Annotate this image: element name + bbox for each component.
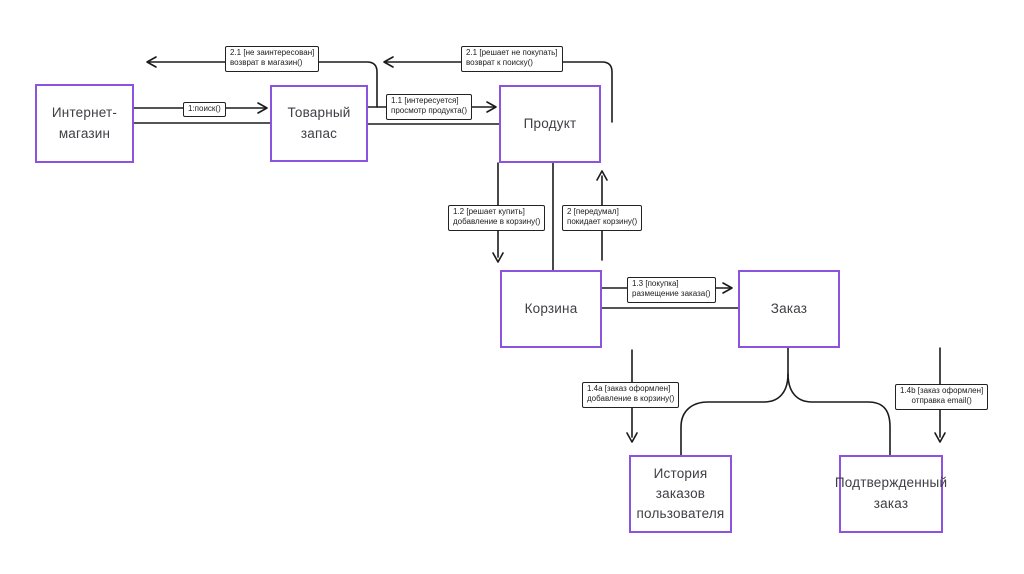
arrow-line [148,61,378,108]
message-label-send-email: 1.4b [заказ оформлен] отправка email() [895,384,989,410]
node-cart: Корзина [500,270,602,348]
arrowhead-right-icon [257,102,268,114]
message-label-search: 1:поиск() [183,102,226,118]
node-order-history: История заказов пользователя [629,455,732,533]
message-label-place-order: 1.3 [покупка] размещение заказа() [627,277,716,303]
message-label-add-to-history: 1.4a [заказ оформлен] добавление в корзи… [582,382,680,408]
association-order-history-branch [680,347,789,456]
node-product: Продукт [499,85,601,163]
message-label-view-product: 1.1 [интересуется] просмотр продукта() [386,94,473,120]
arrowhead-down-icon [934,432,946,443]
message-arrow-return-to-search [383,56,613,123]
arrowhead-right-icon [486,101,497,113]
node-order: Заказ [738,270,840,348]
association-links [133,122,891,456]
arrow-line [385,61,613,123]
arrowhead-up-icon [596,170,608,181]
message-arrow-return-to-shop [146,56,378,108]
arrowhead-down-icon [492,252,504,263]
arrowhead-left-icon [146,56,157,68]
arrowhead-down-icon [626,432,638,443]
message-label-leave-cart: 2 [передумал] покидает корзину() [562,205,643,231]
message-label-return-to-search: 2.1 [решает не покупать] возврат к поиск… [461,46,563,72]
arrowhead-left-icon [383,56,394,68]
node-internet-shop: Интернет- магазин [35,84,134,163]
node-confirmed-order: Подтвержденный заказ [835,455,947,533]
node-stock: Товарный запас [270,85,368,162]
association-order-confirmed-branch [787,373,891,456]
message-label-add-to-cart: 1.2 [решает купить] добавление в корзину… [448,205,546,231]
message-label-return-to-shop: 2.1 [не заинтересован] возврат в магазин… [225,46,320,72]
arrowhead-right-icon [722,282,733,294]
